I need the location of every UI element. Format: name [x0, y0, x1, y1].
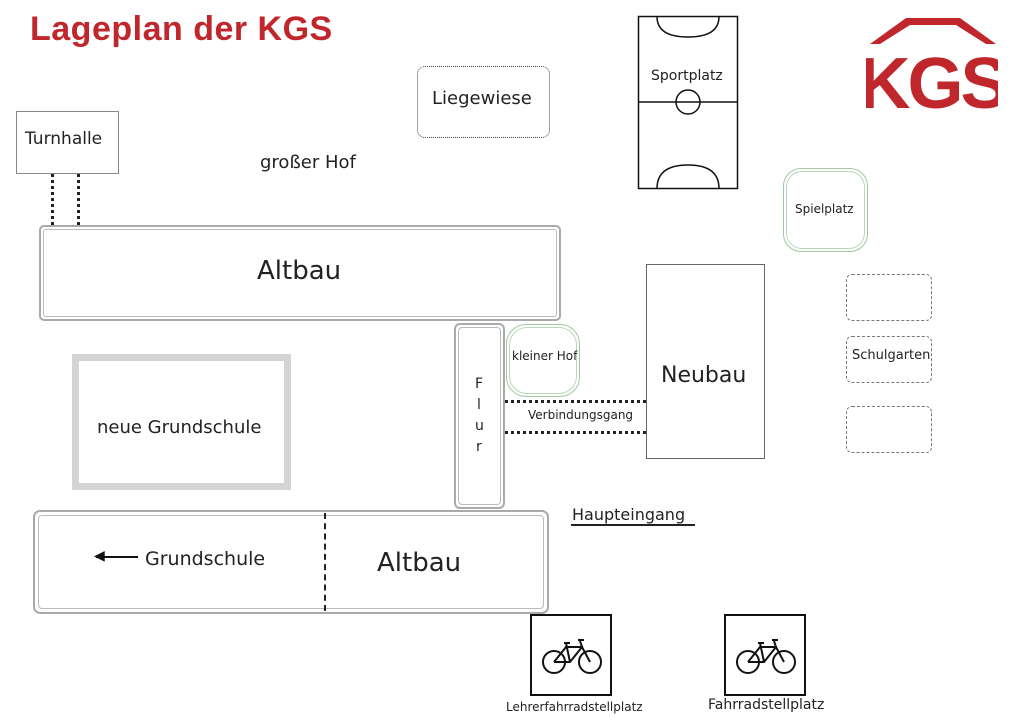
- flur-inner-outline: [458, 327, 501, 505]
- altbau-top-building: [39, 225, 561, 321]
- liegewiese-area: [417, 66, 550, 138]
- altbau-top-inner-outline: [43, 229, 557, 317]
- schulgarten-label: Schulgarten: [852, 348, 931, 363]
- liegewiese-label: Liegewiese: [432, 88, 532, 109]
- fahrradstellplatz-label: Fahrradstellplatz: [708, 697, 825, 713]
- schulgarten-plot-1: [846, 274, 932, 321]
- flur-letter-3: u: [475, 418, 484, 434]
- altbau-bottom-label: Altbau: [377, 548, 462, 578]
- spielplatz-area: [783, 168, 868, 252]
- neue-grundschule-label: neue Grundschule: [97, 417, 262, 438]
- haupteingang-label: Haupteingang: [572, 505, 686, 524]
- turnhalle-building: [16, 111, 119, 174]
- altbau-bottom-building: [33, 510, 549, 614]
- grundschule-altbau-divider: [324, 513, 326, 611]
- lehrerfahrradstellplatz-label: Lehrerfahrradstellplatz: [506, 700, 643, 714]
- bicycle-icon: [542, 639, 602, 674]
- roof-icon: [870, 18, 996, 44]
- bicycle-icon: [736, 639, 796, 674]
- kleiner-hof-label: kleiner Hof: [512, 349, 578, 363]
- altbau-top-label: Altbau: [257, 256, 342, 286]
- arrow-left-icon: [96, 556, 138, 558]
- grundschule-label: Grundschule: [145, 548, 266, 570]
- verbindungsgang-label: Verbindungsgang: [528, 408, 634, 422]
- verbindungsgang-line-top: [505, 400, 646, 403]
- schulgarten-plot-3: [846, 406, 932, 453]
- sportplatz-label: Sportplatz: [651, 68, 723, 84]
- kleiner-hof-area: [506, 324, 580, 397]
- neue-grundschule-building: [72, 354, 291, 490]
- kgs-logo: KGS: [866, 18, 998, 112]
- flur-letter-2: l: [477, 397, 481, 413]
- fahrradstellplatz-sign: [724, 614, 806, 696]
- grosser-hof-label: großer Hof: [260, 152, 356, 173]
- spielplatz-label: Spielplatz: [795, 202, 854, 216]
- altbau-bottom-inner-outline: [38, 515, 544, 609]
- page-title: Lageplan der KGS: [30, 10, 333, 48]
- neubau-building: [646, 264, 765, 459]
- logo-text: KGS: [866, 44, 998, 112]
- haupteingang-underline: [571, 524, 695, 526]
- arrow-head-icon: ◀: [94, 548, 105, 564]
- sportplatz-field: [637, 15, 739, 190]
- flur-letter-1: F: [475, 376, 484, 392]
- turnhalle-corridor-right: [77, 174, 80, 225]
- turnhalle-label: Turnhalle: [25, 129, 103, 149]
- verbindungsgang-line-bottom: [505, 431, 646, 434]
- flur-building: [454, 323, 505, 509]
- flur-letter-4: r: [476, 439, 482, 455]
- lehrerfahrradstellplatz-sign: [530, 614, 612, 696]
- turnhalle-corridor-left: [51, 174, 54, 225]
- spielplatz-area-inner: [786, 171, 865, 249]
- kleiner-hof-area-inner: [509, 327, 577, 394]
- neubau-label: Neubau: [661, 363, 747, 388]
- schulgarten-plot-2: [846, 336, 932, 383]
